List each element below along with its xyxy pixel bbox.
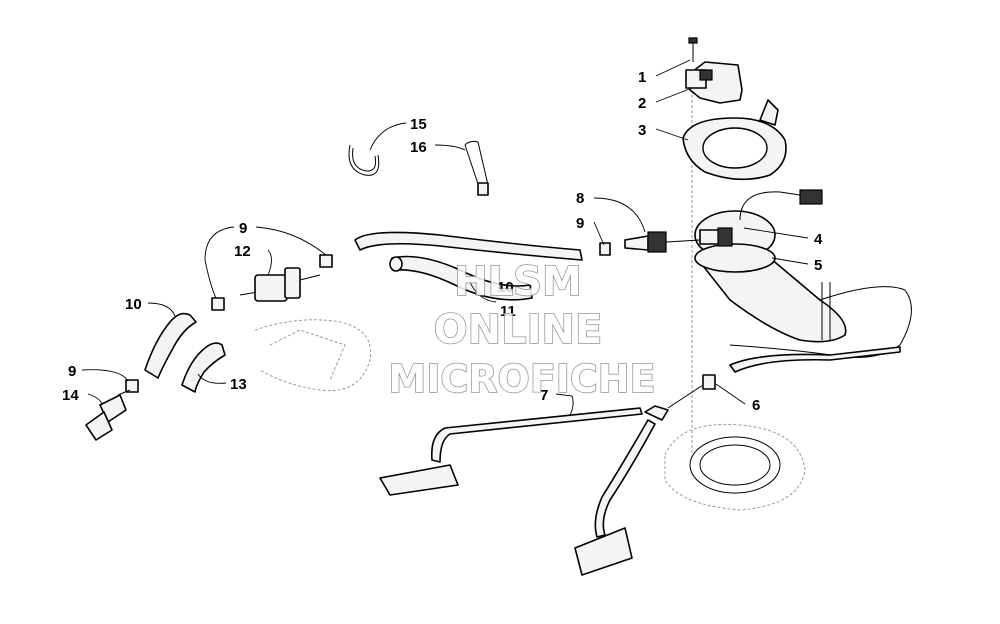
callout-3: 3	[638, 122, 646, 139]
callout-10-left: 10	[125, 296, 142, 313]
callout-8: 8	[576, 190, 584, 207]
part-13-elbow-hose	[181, 342, 226, 393]
leader-lines	[81, 59, 809, 416]
callout-6: 6	[752, 397, 760, 414]
callout-1: 1	[638, 69, 646, 86]
part-15-clamp-ring	[348, 144, 380, 176]
callout-5: 5	[814, 257, 822, 274]
part-3-gasket-plate	[682, 99, 787, 181]
callout-9-filter: 9	[239, 220, 247, 237]
callout-13: 13	[230, 376, 247, 393]
callout-15: 15	[410, 116, 427, 133]
part-5-fuel-pump	[694, 189, 912, 358]
part-9-clamp-left	[125, 379, 139, 393]
callout-9-right: 9	[576, 215, 584, 232]
watermark-line-2: ONLINE	[434, 307, 603, 353]
part-16-cable-tie	[464, 140, 489, 196]
fuel-hose-top	[354, 231, 583, 261]
callout-2: 2	[638, 95, 646, 112]
callout-labels: 1 2 3 4 5 6 7 8 9 9 9 10 10 11 12 13 14 …	[62, 69, 823, 414]
part-6-clamp	[702, 346, 901, 390]
callout-11: 11	[500, 303, 516, 320]
part-14-connector	[85, 389, 131, 441]
part-9-clamps-filter	[211, 254, 333, 311]
watermark-line-3: MICROFICHE	[388, 357, 655, 401]
part-11-hose	[389, 255, 533, 301]
part-1-screw	[688, 37, 698, 62]
callout-7: 7	[540, 387, 548, 404]
callout-9-left: 9	[68, 363, 76, 380]
callout-10-center: 10	[497, 279, 514, 296]
callout-14: 14	[62, 387, 79, 404]
part-7-vent-line	[379, 384, 704, 576]
callout-16: 16	[410, 139, 427, 156]
part-2-controller	[685, 61, 743, 104]
part-10-hose	[144, 312, 197, 379]
watermark: HLSM ONLINE MICROFICHE	[388, 258, 657, 402]
part-8-fitting	[624, 231, 701, 253]
part-9-clamp-right	[599, 242, 611, 256]
callout-12: 12	[234, 243, 251, 260]
watermark-line-1: HLSM	[454, 259, 582, 305]
callout-4: 4	[814, 231, 823, 248]
part-12-fuel-filter	[239, 267, 321, 302]
